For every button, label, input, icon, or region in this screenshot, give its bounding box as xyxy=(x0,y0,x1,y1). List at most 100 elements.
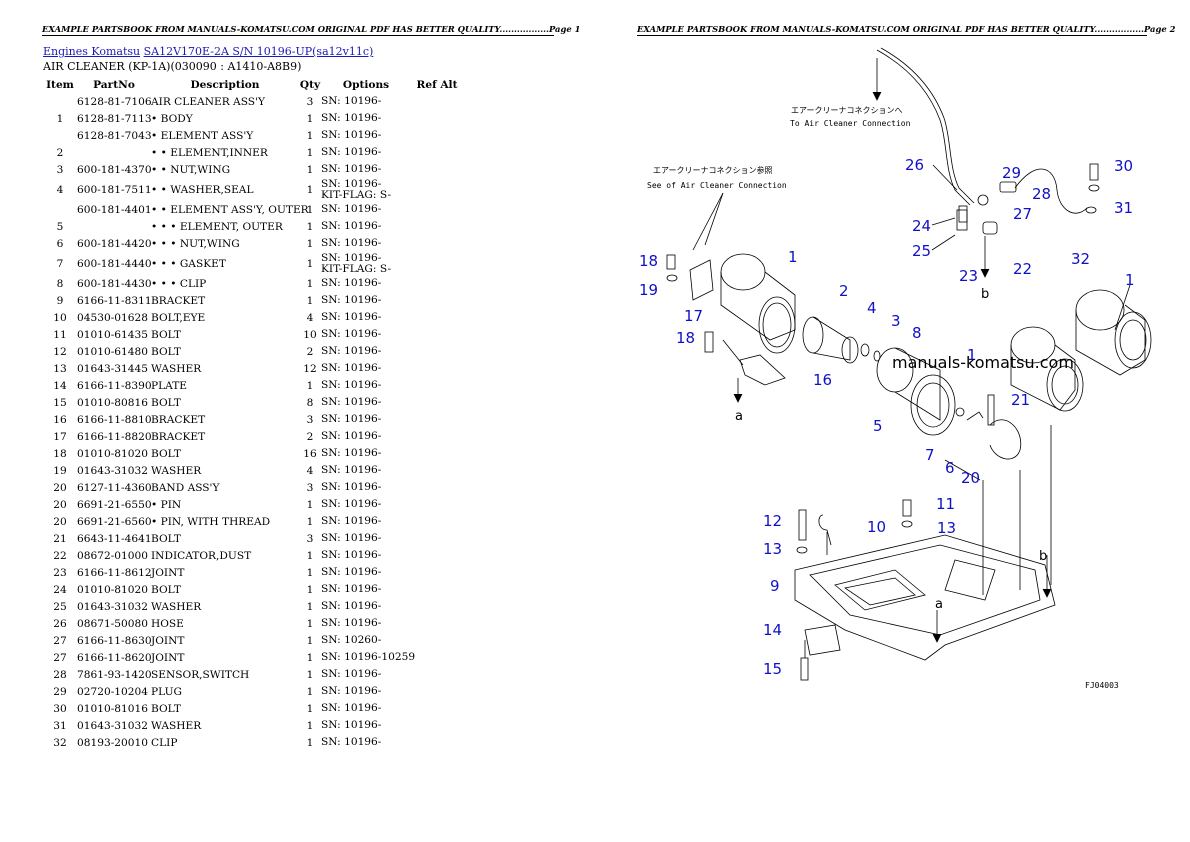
cell-partno: 600-181-4370 xyxy=(77,163,152,176)
callout-4: 4 xyxy=(867,299,877,317)
cell-item xyxy=(43,93,77,110)
cell-item: 11 xyxy=(53,328,67,341)
cell-description: BOLT xyxy=(151,583,181,596)
cell-ref-alt xyxy=(411,309,463,326)
cell-qty: 1 xyxy=(306,685,314,698)
cell-ref-alt xyxy=(411,445,463,462)
cell-qty: 1 xyxy=(306,257,314,270)
cell-ref-alt xyxy=(411,275,463,292)
cell-qty: 1 xyxy=(306,515,314,528)
cell-description: BAND ASS'Y xyxy=(151,481,220,494)
col-header-description: Description xyxy=(190,78,260,91)
cell-ref-alt xyxy=(411,201,463,218)
cell-options: SN: 10196- xyxy=(321,144,411,161)
cell-qty: 1 xyxy=(306,549,314,562)
cell-description: BOLT,EYE xyxy=(151,311,206,324)
cell-description: • BODY xyxy=(151,112,193,125)
cell-item: 15 xyxy=(53,396,67,409)
options-sn: SN: 10196- xyxy=(321,362,382,374)
col-header-qty: Qty xyxy=(299,78,321,91)
cell-partno: 6691-21-6550 xyxy=(77,498,152,511)
callout-7: 7 xyxy=(925,446,935,464)
cell-options: SN: 10196- xyxy=(321,377,411,394)
callout-21: 21 xyxy=(1011,391,1030,409)
cell-item: 12 xyxy=(53,345,67,358)
cell-partno: 6128-81-7106 xyxy=(77,95,152,108)
cell-qty: 1 xyxy=(306,566,314,579)
cell-description: WASHER xyxy=(151,719,202,732)
options-sn: SN: 10196- xyxy=(321,583,382,595)
callout-23: 23 xyxy=(959,267,978,285)
callout-20: 20 xyxy=(961,469,980,487)
cell-qty: 1 xyxy=(306,600,314,613)
cell-item: 31 xyxy=(53,719,67,732)
callout-13: 13 xyxy=(763,540,782,558)
cell-item: 29 xyxy=(53,685,67,698)
cell-options: SN: 10196- xyxy=(321,127,411,144)
options-sn: SN: 10196- xyxy=(321,294,382,306)
note-left-en: See of Air Cleaner Connection xyxy=(647,181,787,190)
cell-item: 20 xyxy=(53,498,67,511)
callout-15: 15 xyxy=(763,660,782,678)
cell-options: SN: 10196- xyxy=(321,717,411,734)
cell-qty: 1 xyxy=(306,237,314,250)
cell-ref-alt xyxy=(411,496,463,513)
callout-12: 12 xyxy=(763,512,782,530)
cell-ref-alt xyxy=(411,377,463,394)
cell-description: PLATE xyxy=(151,379,188,392)
col-header-partno: PartNo xyxy=(93,78,135,91)
breadcrumb-model-link[interactable]: SA12V170E-2A S/N 10196-UP(sa12v11c) xyxy=(143,45,374,58)
cell-options: SN: 10196-KIT-FLAG: S- xyxy=(321,178,411,201)
breadcrumb-brand-link[interactable]: Engines Komatsu xyxy=(43,45,141,58)
cell-ref-alt xyxy=(411,252,463,275)
cell-item: 27 xyxy=(53,634,67,647)
cell-partno: 01010-81020 xyxy=(77,447,148,460)
cell-qty: 4 xyxy=(306,464,314,477)
cell-ref-alt xyxy=(411,666,463,683)
options-sn: SN: 10196- xyxy=(321,736,382,748)
cell-item: 14 xyxy=(53,379,67,392)
cell-qty: 1 xyxy=(306,651,314,664)
options-sn: SN: 10196- xyxy=(321,481,382,493)
cell-item: 32 xyxy=(53,736,67,749)
page-header: EXAMPLE PARTSBOOK FROM MANUALS-KOMATSU.C… xyxy=(637,24,1176,36)
options-sn: SN: 10196- xyxy=(321,237,382,249)
cell-partno: 01010-81020 xyxy=(77,583,148,596)
cell-partno: 6166-11-8820 xyxy=(77,430,152,443)
figure-code: FJ04003 xyxy=(1085,681,1119,690)
cell-partno: 01010-81016 xyxy=(77,702,148,715)
cell-description: AIR CLEANER ASS'Y xyxy=(151,95,265,108)
cell-partno: 6127-11-4360 xyxy=(77,481,152,494)
note-top-en: To Air Cleaner Connection xyxy=(790,119,911,128)
options-sn: SN: 10196- xyxy=(321,163,382,175)
cell-item: 23 xyxy=(53,566,67,579)
cell-partno: 600-181-4440 xyxy=(77,257,152,270)
cell-qty: 3 xyxy=(306,532,314,545)
cell-partno: 01643-31445 xyxy=(77,362,148,375)
options-sn: SN: 10196- xyxy=(321,430,382,442)
cell-qty: 1 xyxy=(306,702,314,715)
cell-partno: 01010-61480 xyxy=(77,345,148,358)
cell-description: HOSE xyxy=(151,617,184,630)
options-sn: SN: 10196- xyxy=(321,532,382,544)
cell-description: • PIN xyxy=(151,498,182,511)
cell-qty: 1 xyxy=(306,719,314,732)
options-sn: SN: 10196- xyxy=(321,203,382,215)
cell-ref-alt xyxy=(411,110,463,127)
cell-qty: 1 xyxy=(306,146,314,159)
cell-partno: 600-181-7511 xyxy=(77,183,152,196)
cell-ref-alt xyxy=(411,161,463,178)
cell-qty: 3 xyxy=(306,481,314,494)
cell-qty: 1 xyxy=(306,736,314,749)
cell-item: 24 xyxy=(53,583,67,596)
